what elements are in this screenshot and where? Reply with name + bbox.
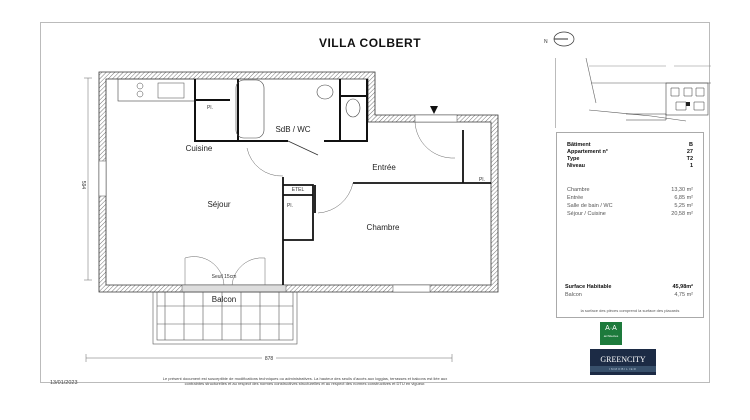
- surface-label: Chambre: [567, 187, 590, 193]
- exterior-wall: [98, 71, 499, 293]
- room-label-entree: Entrée: [372, 163, 396, 172]
- info-panel: Bâtiment B Appartement n° 27 Type T2 Niveau…: [556, 132, 704, 318]
- surface-value: 20,58 m²: [671, 211, 693, 217]
- developer-logo-text: GREENCITY: [600, 355, 646, 364]
- key-plan: [555, 58, 711, 128]
- type-label: Type: [567, 156, 580, 162]
- label-seuil: Seuil 15cm: [212, 274, 237, 280]
- entrance-arrow-icon: [430, 106, 438, 114]
- balcon-label: Balcon: [565, 292, 582, 298]
- page-title: VILLA COLBERT: [318, 36, 422, 50]
- label-placard: Pl.: [207, 105, 213, 111]
- batiment-label: Bâtiment: [567, 142, 591, 148]
- disclaimer: Le présent document est susceptible de m…: [162, 376, 448, 386]
- room-label-cuisine: Cuisine: [186, 144, 213, 153]
- floor-plan: 878 594 Cuisine SdB / WC Entrée Séjour C…: [80, 71, 499, 362]
- svg-text:N: N: [544, 39, 548, 45]
- surface-label: Séjour / Cuisine: [567, 211, 606, 217]
- room-label-sdb: SdB / WC: [275, 125, 310, 134]
- surface-value: 6,85 m²: [674, 195, 693, 201]
- architect-logo-sub: architectes: [603, 334, 619, 338]
- batiment-value: B: [689, 142, 693, 148]
- room-label-balcon: Balcon: [212, 295, 236, 304]
- label-etel: ETEL: [292, 187, 305, 193]
- balcony: [152, 291, 298, 345]
- surface-note: la surface des pièces comprend la surfac…: [580, 308, 680, 313]
- page-frame: [40, 22, 710, 383]
- label-placard: Pl.: [479, 177, 485, 183]
- surface-label: Salle de bain / WC: [567, 203, 613, 209]
- balcon-value: 4,75 m²: [674, 292, 693, 298]
- appartement-label: Appartement n°: [567, 149, 609, 155]
- room-label-chambre: Chambre: [367, 223, 400, 232]
- height-dimension: 594: [80, 181, 86, 190]
- surface-habitable-value: 45,98m²: [672, 284, 694, 290]
- label-placard: Pl.: [287, 203, 293, 209]
- surface-value: 5,25 m²: [674, 203, 693, 209]
- width-dimension: 878: [265, 356, 274, 362]
- north-arrow-icon: N: [544, 31, 575, 47]
- appartement-value: 27: [686, 149, 693, 155]
- niveau-value: 1: [689, 163, 693, 169]
- architect-logo-text: A·A: [605, 325, 617, 332]
- surface-label: Entrée: [567, 195, 584, 201]
- architect-logo: A·A architectes: [600, 322, 622, 345]
- developer-logo-sub: IMMOBILIER: [590, 366, 656, 372]
- niveau-label: Niveau: [567, 163, 586, 169]
- document-date: 13/01/2023: [50, 380, 78, 386]
- surface-value: 13,30 m²: [671, 187, 693, 193]
- type-value: T2: [686, 156, 693, 162]
- room-label-sejour: Séjour: [207, 200, 230, 209]
- surface-habitable-label: Surface Habitable: [565, 284, 612, 290]
- developer-logo: GREENCITY IMMOBILIER: [590, 349, 656, 375]
